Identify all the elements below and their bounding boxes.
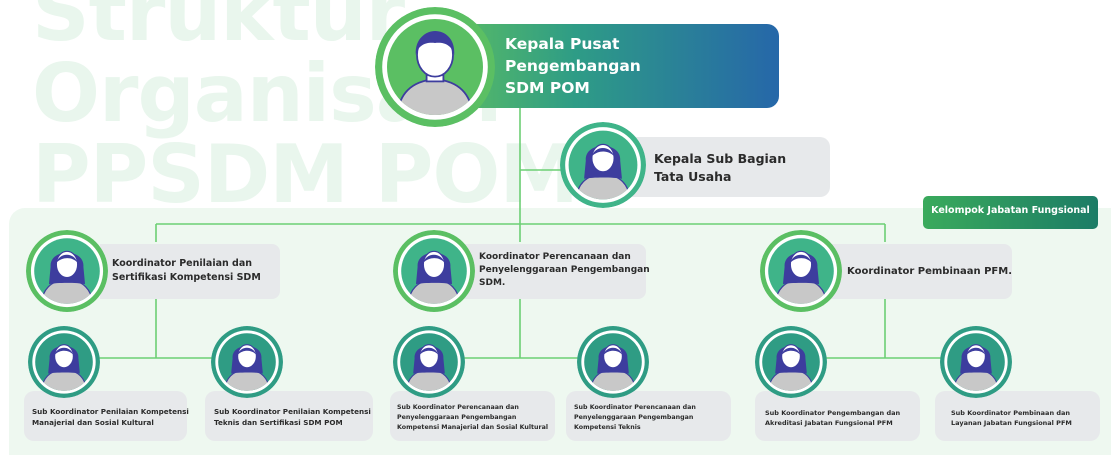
koordinator-box	[462, 244, 646, 299]
avatar-female-icon	[755, 326, 827, 398]
koordinator-label: Koordinator Perencanaan dan Penyelenggar…	[479, 252, 650, 288]
koordinator-label: Koordinator Penilaian dan Sertifikasi Ko…	[112, 258, 261, 283]
subkoordinator-box	[566, 391, 731, 441]
avatar-female-icon	[26, 230, 108, 312]
subkoordinator-box	[755, 391, 920, 441]
jabatan-fungsional-label: Kelompok Jabatan Fungsional	[931, 205, 1090, 216]
subkoordinator-label: Sub Koordinator Perencanaan dan Penyelen…	[574, 404, 696, 431]
head-box	[440, 24, 779, 108]
avatar-female-icon	[28, 326, 100, 398]
subkoordinator-box	[390, 391, 555, 441]
avatar-female-icon	[940, 326, 1012, 398]
avatar-female-icon	[393, 230, 475, 312]
subkoordinator-label: Sub Koordinator Pengembangan dan Akredit…	[765, 409, 901, 427]
subkoordinator-box	[24, 391, 187, 441]
subkoordinator-label: Sub Koordinator Pembinaan dan Layanan Ja…	[951, 409, 1072, 427]
subkoordinator-box	[205, 391, 373, 441]
avatar-male-icon	[375, 7, 495, 127]
avatar-female-icon	[211, 326, 283, 398]
kasubag-label: Kepala Sub Bagian Tata Usaha	[654, 151, 787, 184]
subkoordinator-label: Sub Koordinator Perencanaan dan Penyelen…	[397, 404, 549, 431]
jabatan-fungsional-badge	[923, 196, 1098, 229]
avatar-female-icon	[560, 122, 646, 208]
avatar-female-icon	[577, 326, 649, 398]
koordinator-label: Koordinator Pembinaan PFM.	[847, 266, 1013, 277]
subkoordinator-label: Sub Koordinator Penilaian Kompetensi Tek…	[214, 407, 371, 427]
avatar-female-icon	[393, 326, 465, 398]
subkoordinator-box	[935, 391, 1100, 441]
subkoordinator-label: Sub Koordinator Penilaian Kompetensi Man…	[32, 407, 189, 427]
koordinator-box	[100, 244, 280, 299]
avatar-female-icon	[760, 230, 842, 312]
koordinator-box	[830, 244, 1012, 299]
head-label: Kepala Pusat Pengembangan SDM POM	[505, 35, 641, 97]
title-line: PPSDM POM	[32, 128, 579, 221]
title-line: Struktur	[32, 0, 405, 59]
kasubag-box	[612, 137, 830, 197]
